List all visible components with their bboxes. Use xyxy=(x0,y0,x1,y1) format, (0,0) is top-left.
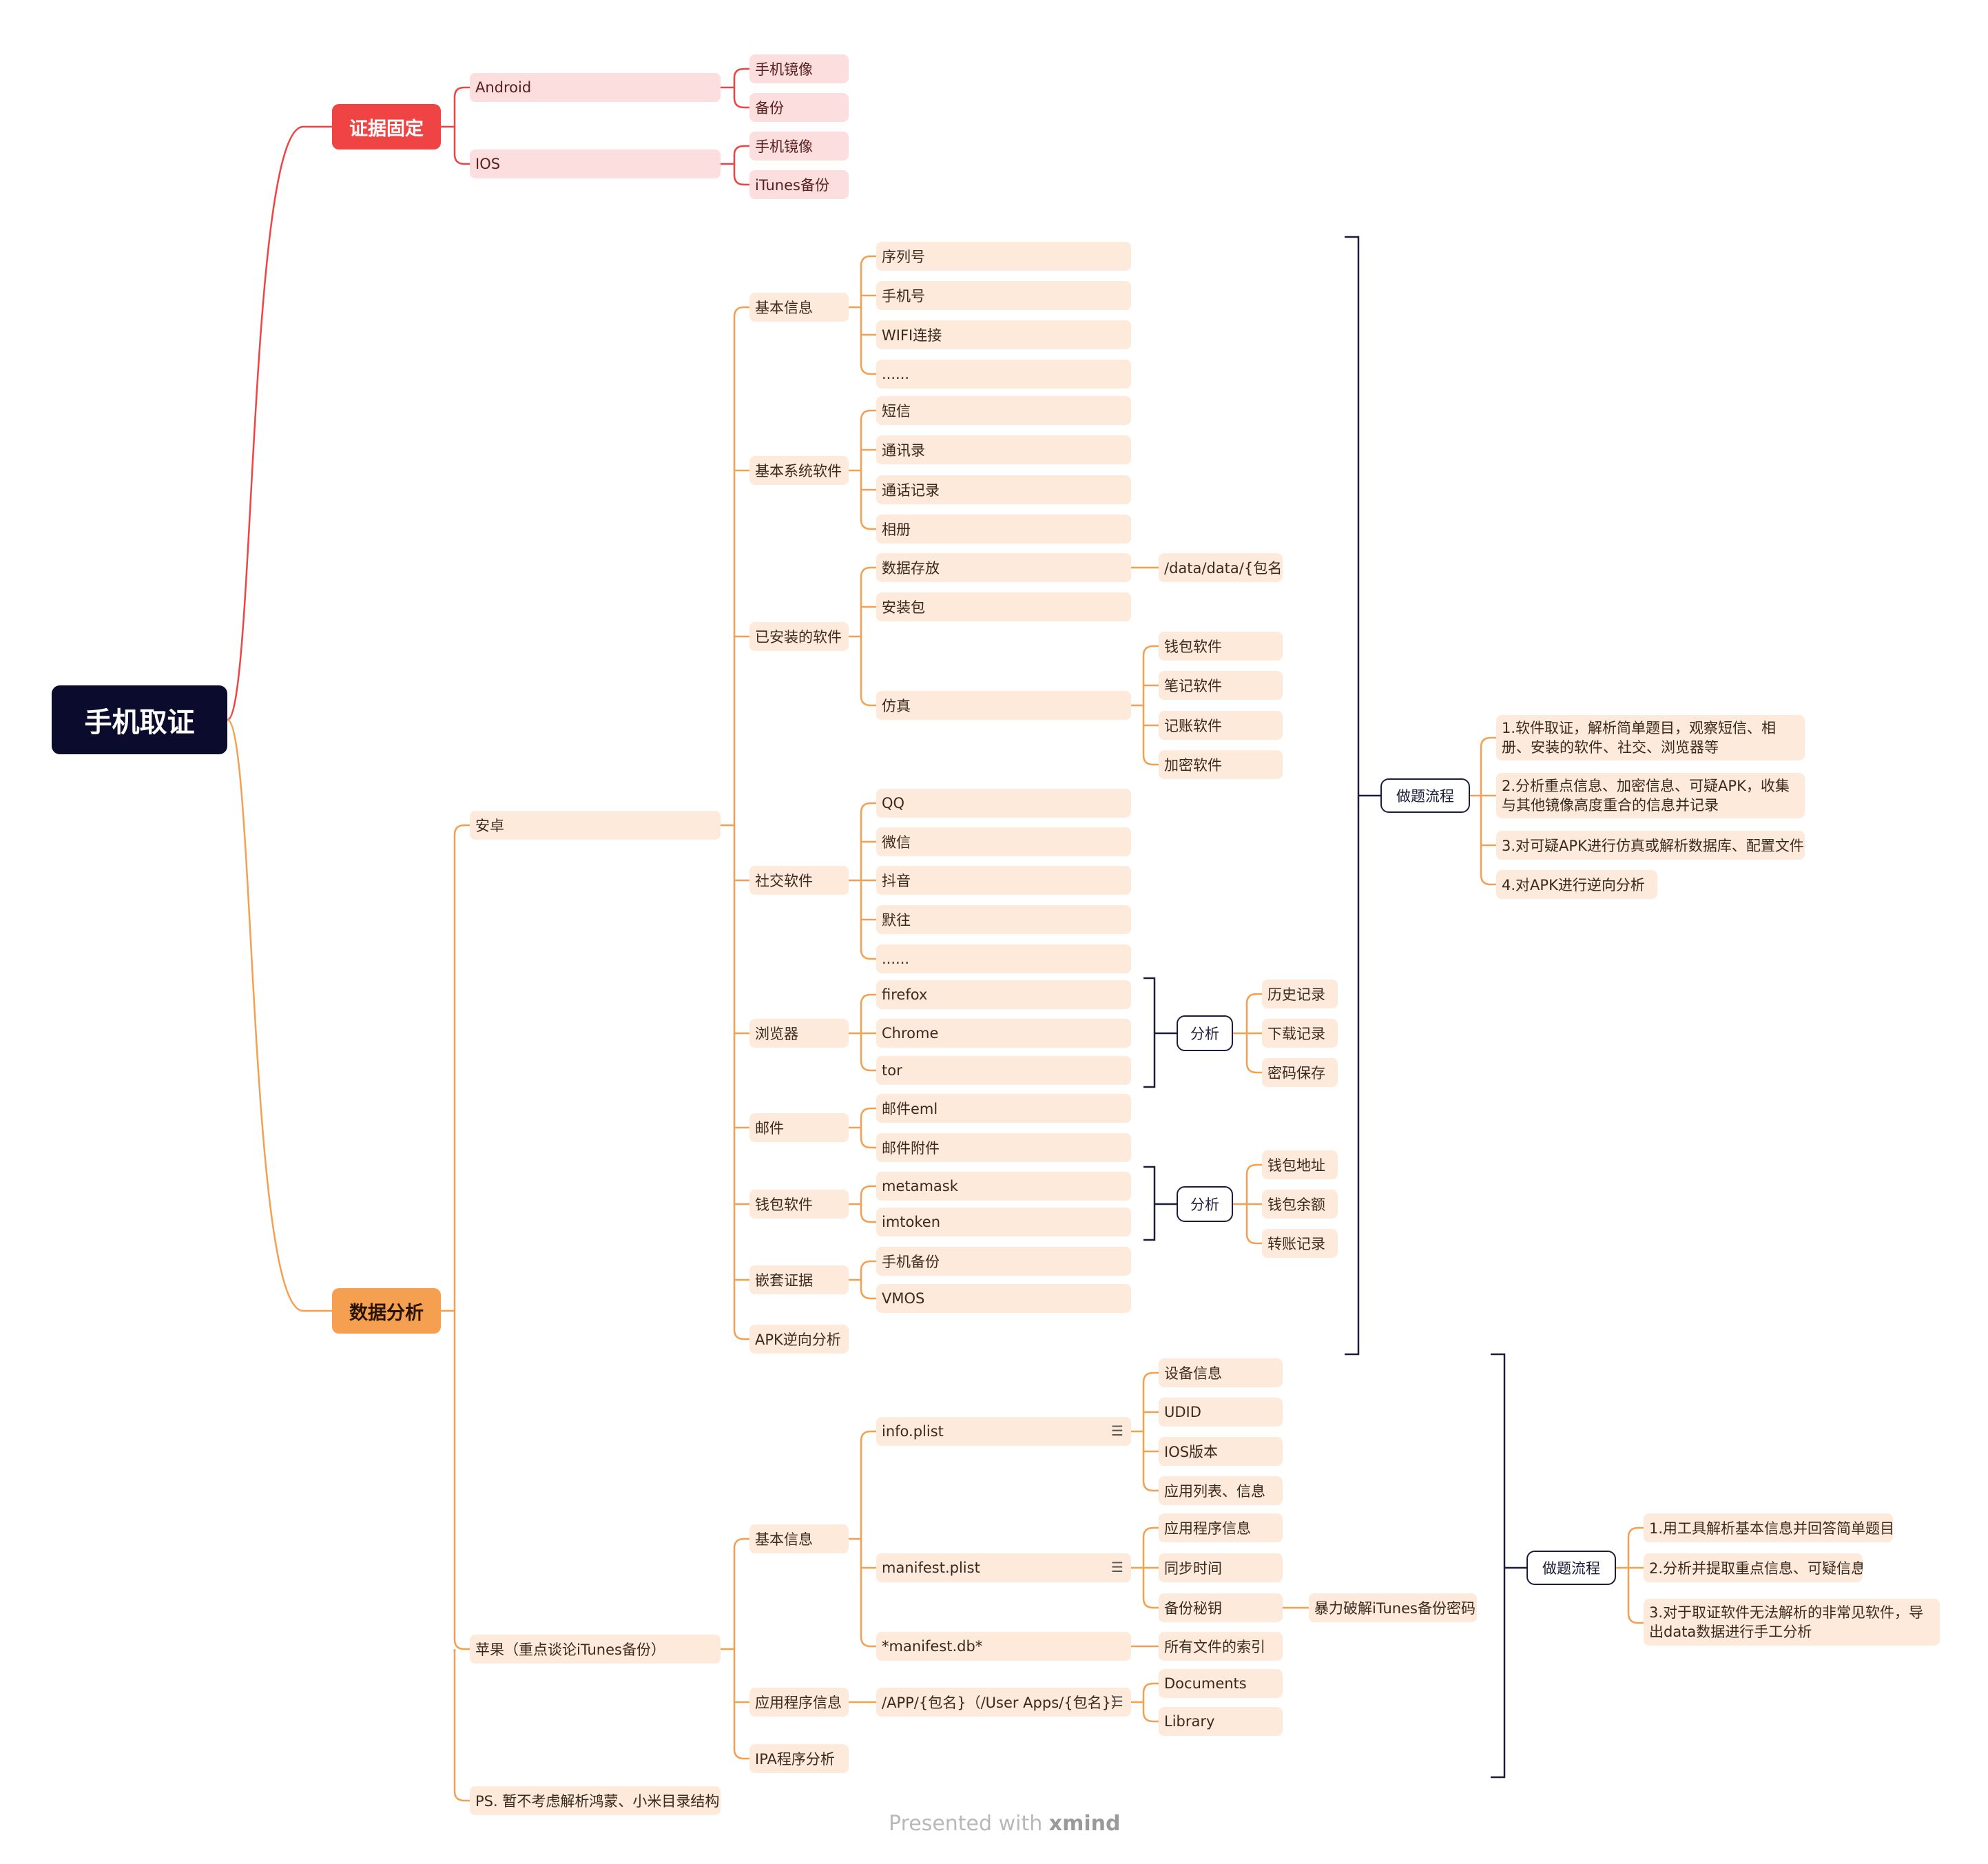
apple-ipa-analysis[interactable]: IPA程序分析 xyxy=(749,1744,849,1773)
apple-step-2[interactable]: 2.分析并提取重点信息、可疑信息 xyxy=(1644,1553,1863,1582)
cat-installed-apps[interactable]: 已安装的软件 xyxy=(749,622,849,651)
wallet-analysis-summary[interactable]: 分析 xyxy=(1177,1186,1233,1222)
leaf-phone-number[interactable]: 手机号 xyxy=(876,281,1131,310)
cat-social-apps[interactable]: 社交软件 xyxy=(749,866,849,895)
leaf-info-plist[interactable]: info.plist xyxy=(876,1417,1131,1446)
leaf-wifi[interactable]: WIFI连接 xyxy=(876,320,1131,349)
android-step-3[interactable]: 3.对可疑APK进行仿真或解析数据库、配置文件 xyxy=(1496,831,1805,860)
leaf-history[interactable]: 历史记录 xyxy=(1262,980,1338,1008)
cat-basic-info[interactable]: 基本信息 xyxy=(749,293,849,322)
root-topic[interactable]: 手机取证 xyxy=(52,685,227,754)
leaf-manifest-plist[interactable]: manifest.plist xyxy=(876,1553,1131,1582)
topic-android-os[interactable]: 安卓 xyxy=(470,811,721,840)
topic-ps-note[interactable]: PS. 暂不考虑解析鸿蒙、小米目录结构 xyxy=(470,1786,721,1815)
leaf-mail-eml[interactable]: 邮件eml xyxy=(876,1094,1131,1123)
leaf-ios-image[interactable]: 手机镜像 xyxy=(749,132,849,160)
leaf-documents[interactable]: Documents xyxy=(1159,1669,1283,1698)
cat-system-apps[interactable]: 基本系统软件 xyxy=(749,456,849,485)
note-lines-icon[interactable]: ☰ xyxy=(1111,1693,1124,1710)
footer-prefix: Presented with xyxy=(889,1812,1049,1836)
leaf-bruteforce-itunes[interactable]: 暴力破解iTunes备份密码 xyxy=(1309,1593,1477,1622)
topic-evidence[interactable]: 证据固定 xyxy=(332,104,441,149)
apple-workflow-summary[interactable]: 做题流程 xyxy=(1526,1551,1616,1585)
leaf-apk-package[interactable]: 安装包 xyxy=(876,592,1131,621)
leaf-qq[interactable]: QQ xyxy=(876,789,1131,818)
leaf-social-more[interactable]: ...... xyxy=(876,944,1131,973)
leaf-tor[interactable]: tor xyxy=(876,1056,1131,1085)
leaf-album[interactable]: 相册 xyxy=(876,515,1131,543)
apple-step-1[interactable]: 1.用工具解析基本信息并回答简单题目 xyxy=(1644,1513,1893,1542)
cat-mail[interactable]: 邮件 xyxy=(749,1113,849,1142)
leaf-app-path[interactable]: /APP/{包名}（/User Apps/{包名}） xyxy=(876,1688,1131,1717)
leaf-emu-encryption[interactable]: 加密软件 xyxy=(1159,750,1283,779)
leaf-phone-backup[interactable]: 手机备份 xyxy=(876,1247,1131,1276)
leaf-app-program-info[interactable]: 应用程序信息 xyxy=(1159,1513,1283,1542)
leaf-mail-attach[interactable]: 邮件附件 xyxy=(876,1133,1131,1162)
android-workflow-summary[interactable]: 做题流程 xyxy=(1380,778,1470,813)
leaf-basic-more[interactable]: ...... xyxy=(876,360,1131,389)
leaf-data-storage[interactable]: 数据存放 xyxy=(876,553,1131,582)
leaf-device-info[interactable]: 设备信息 xyxy=(1159,1358,1283,1387)
leaf-emu-accounting[interactable]: 记账软件 xyxy=(1159,711,1283,740)
leaf-manifest-db[interactable]: *manifest.db* xyxy=(876,1632,1131,1661)
leaf-firefox[interactable]: firefox xyxy=(876,980,1131,1009)
apple-step-3[interactable]: 3.对于取证软件无法解析的非常见软件，导出data数据进行手工分析 xyxy=(1644,1599,1940,1646)
leaf-mowang[interactable]: 默往 xyxy=(876,905,1131,934)
cat-nested-evidence[interactable]: 嵌套证据 xyxy=(749,1265,849,1294)
leaf-emulation[interactable]: 仿真 xyxy=(876,691,1131,720)
topic-analysis[interactable]: 数据分析 xyxy=(332,1288,441,1334)
footer-brand: xmind xyxy=(1048,1812,1121,1836)
leaf-emu-notes[interactable]: 笔记软件 xyxy=(1159,671,1283,700)
leaf-chrome[interactable]: Chrome xyxy=(876,1019,1131,1048)
leaf-android-image[interactable]: 手机镜像 xyxy=(749,54,849,83)
leaf-vmos[interactable]: VMOS xyxy=(876,1284,1131,1313)
apple-basic-info[interactable]: 基本信息 xyxy=(749,1524,849,1553)
leaf-file-index[interactable]: 所有文件的索引 xyxy=(1159,1632,1283,1661)
topic-ios[interactable]: IOS xyxy=(470,149,721,178)
leaf-wallet-address[interactable]: 钱包地址 xyxy=(1262,1150,1338,1179)
leaf-wechat[interactable]: 微信 xyxy=(876,827,1131,856)
apple-app-info[interactable]: 应用程序信息 xyxy=(749,1688,849,1717)
footer-watermark: Presented with xmind xyxy=(889,1812,1121,1836)
leaf-imtoken[interactable]: imtoken xyxy=(876,1208,1131,1236)
leaf-call-log[interactable]: 通话记录 xyxy=(876,475,1131,504)
leaf-backup-key[interactable]: 备份秘钥 xyxy=(1159,1593,1283,1622)
leaf-contacts[interactable]: 通讯录 xyxy=(876,435,1131,464)
note-lines-icon[interactable]: ☰ xyxy=(1111,1559,1124,1575)
cat-wallet[interactable]: 钱包软件 xyxy=(749,1190,849,1219)
leaf-udid[interactable]: UDID xyxy=(1159,1398,1283,1427)
leaf-data-path[interactable]: /data/data/{包名} xyxy=(1159,553,1283,582)
leaf-ios-version[interactable]: IOS版本 xyxy=(1159,1437,1283,1466)
leaf-douyin[interactable]: 抖音 xyxy=(876,866,1131,895)
android-step-4[interactable]: 4.对APK进行逆向分析 xyxy=(1496,870,1657,899)
leaf-app-list[interactable]: 应用列表、信息 xyxy=(1159,1476,1283,1505)
cat-apk-reverse[interactable]: APK逆向分析 xyxy=(749,1325,849,1354)
leaf-sync-time[interactable]: 同步时间 xyxy=(1159,1553,1283,1582)
cat-browser[interactable]: 浏览器 xyxy=(749,1019,849,1048)
leaf-emu-wallet[interactable]: 钱包软件 xyxy=(1159,632,1283,661)
leaf-wallet-balance[interactable]: 钱包余额 xyxy=(1262,1190,1338,1219)
leaf-passwords[interactable]: 密码保存 xyxy=(1262,1058,1338,1087)
leaf-android-backup[interactable]: 备份 xyxy=(749,93,849,122)
android-step-1[interactable]: 1.软件取证，解析简单题目，观察短信、相册、安装的软件、社交、浏览器等 xyxy=(1496,715,1805,760)
leaf-ios-itunes[interactable]: iTunes备份 xyxy=(749,170,849,199)
leaf-serial[interactable]: 序列号 xyxy=(876,242,1131,271)
leaf-transfers[interactable]: 转账记录 xyxy=(1262,1229,1338,1258)
leaf-library[interactable]: Library xyxy=(1159,1707,1283,1736)
topic-apple[interactable]: 苹果（重点谈论iTunes备份） xyxy=(470,1635,721,1664)
browser-analysis-summary[interactable]: 分析 xyxy=(1177,1015,1233,1051)
leaf-metamask[interactable]: metamask xyxy=(876,1172,1131,1201)
leaf-downloads[interactable]: 下载记录 xyxy=(1262,1019,1338,1048)
android-step-2[interactable]: 2.分析重点信息、加密信息、可疑APK，收集与其他镜像高度重合的信息并记录 xyxy=(1496,773,1805,818)
note-lines-icon[interactable]: ☰ xyxy=(1111,1422,1124,1439)
leaf-sms[interactable]: 短信 xyxy=(876,396,1131,425)
topic-android[interactable]: Android xyxy=(470,73,721,102)
